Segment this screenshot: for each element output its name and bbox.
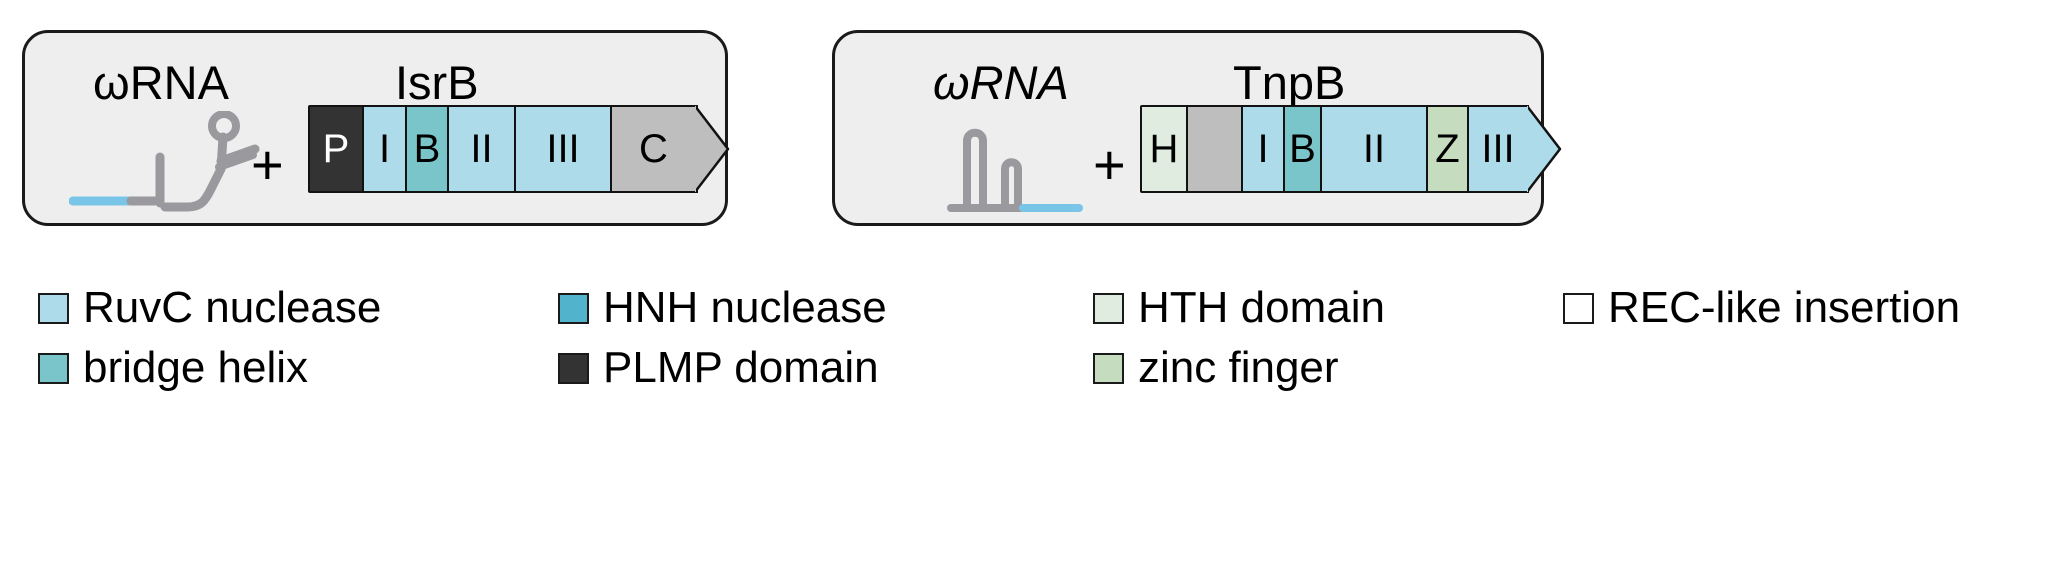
domain-block-label: III bbox=[1481, 127, 1515, 171]
legend-ruvc-nuclease-swatch bbox=[38, 292, 69, 324]
omega-rna-two-hairpins-icon bbox=[921, 111, 1101, 220]
legend-plmp-domain-label: PLMP domain bbox=[603, 343, 879, 392]
legend-plmp-domain-swatch bbox=[558, 352, 589, 384]
legend-ruvc-nuclease: RuvC nuclease bbox=[38, 278, 381, 338]
legend-hth-domain-label: HTH domain bbox=[1138, 283, 1385, 332]
legend-rec-like-insertion-swatch bbox=[1563, 292, 1594, 324]
domain-block-label: H bbox=[1149, 127, 1179, 171]
legend-zinc-finger: zinc finger bbox=[1093, 338, 1339, 398]
domain-block-label: II bbox=[1362, 127, 1386, 171]
legend-bridge-helix: bridge helix bbox=[38, 338, 308, 398]
domain-track-arrowhead bbox=[1526, 105, 1561, 193]
domain-block-zinc-finger: Z bbox=[1425, 105, 1470, 193]
domain-block-label: B bbox=[413, 127, 441, 171]
legend-ruvc-nuclease-label: RuvC nuclease bbox=[83, 283, 382, 332]
domain-block-ruvc-i: I bbox=[361, 105, 408, 193]
domain-block-label: II bbox=[470, 127, 493, 171]
domain-block-label: Z bbox=[1435, 127, 1460, 171]
domain-track-arrowhead bbox=[695, 105, 730, 193]
panel-isrb: ωRNA IsrB + bbox=[22, 30, 730, 226]
legend-hth-domain: HTH domain bbox=[1093, 278, 1385, 338]
domain-block-label: B bbox=[1289, 127, 1316, 171]
domain-block-ruvc-ii: II bbox=[446, 105, 517, 193]
tnpb-protein-label: TnpB bbox=[1233, 56, 1346, 109]
domain-block-label: I bbox=[1257, 127, 1269, 171]
domain-block-label: III bbox=[546, 127, 580, 171]
domain-block-bridge-helix: B bbox=[405, 105, 449, 193]
isrb-protein-label: IsrB bbox=[395, 56, 479, 109]
domain-block-label: P bbox=[322, 127, 350, 171]
legend-bridge-helix-label: bridge helix bbox=[83, 343, 309, 392]
domain-block-label: C bbox=[639, 127, 668, 171]
domain-block-ruvc-ii: II bbox=[1320, 105, 1428, 193]
domain-block-rec-like-insertion-gray bbox=[1185, 105, 1244, 193]
legend-hnh-nuclease-swatch bbox=[558, 292, 589, 324]
legend-hth-domain-swatch bbox=[1093, 292, 1124, 324]
legend: RuvC nuclease HNH nuclease HTH domain REC-l… bbox=[38, 278, 2028, 398]
tnpb-plus-operator: + bbox=[1093, 133, 1126, 196]
legend-zinc-finger-label: zinc finger bbox=[1138, 343, 1339, 392]
isrb-plus-operator: + bbox=[251, 133, 284, 196]
legend-bridge-helix-swatch bbox=[38, 352, 69, 384]
legend-hnh-nuclease: HNH nuclease bbox=[558, 278, 887, 338]
isrb-rna-label: ωRNA bbox=[93, 56, 229, 109]
legend-rec-like-insertion: REC-like insertion bbox=[1563, 278, 1960, 338]
domain-block-plmp-domain: P bbox=[308, 105, 364, 193]
legend-row: bridge helix PLMP domain zinc finger bbox=[38, 338, 2028, 398]
domain-block-hth-domain: H bbox=[1140, 105, 1188, 193]
legend-rec-like-insertion-label: REC-like insertion bbox=[1608, 283, 1961, 332]
domain-block-ruvc-i: I bbox=[1241, 105, 1285, 193]
domain-block-bridge-helix: B bbox=[1282, 105, 1323, 193]
omega-rna-branched-stemloop-icon bbox=[68, 110, 269, 220]
legend-hnh-nuclease-label: HNH nuclease bbox=[603, 283, 887, 332]
legend-plmp-domain: PLMP domain bbox=[558, 338, 879, 398]
domain-block-ruvc-iii: III bbox=[1467, 105, 1529, 193]
domain-block-c-terminal-domain: C bbox=[609, 105, 698, 193]
domain-block-ruvc-iii: III bbox=[514, 105, 612, 193]
legend-row: RuvC nuclease HNH nuclease HTH domain REC-l… bbox=[38, 278, 2028, 338]
domain-block-label: I bbox=[378, 127, 391, 171]
tnpb-rna-label: ωRNA bbox=[933, 56, 1069, 109]
legend-zinc-finger-swatch bbox=[1093, 352, 1124, 384]
